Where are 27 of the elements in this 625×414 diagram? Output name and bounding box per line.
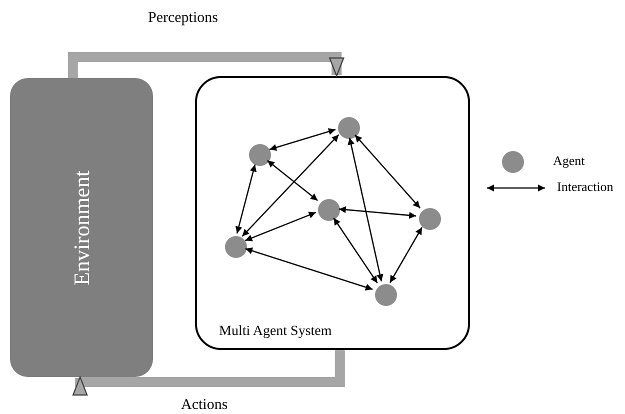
agent-circle <box>419 208 441 230</box>
interaction-arrow <box>338 206 416 219</box>
legend-label: Interaction <box>557 179 614 195</box>
interaction-arrow <box>242 134 340 237</box>
interaction-arrow <box>245 247 373 291</box>
environment-box <box>10 78 153 377</box>
interaction-arrow <box>244 212 316 242</box>
environment-label: Environment <box>68 170 94 285</box>
flow-arrow <box>68 52 344 78</box>
agent-circle <box>249 144 271 166</box>
agent-circle <box>338 117 360 139</box>
interaction-arrow <box>333 218 378 284</box>
edge-label: Actions <box>181 397 228 414</box>
system-box <box>195 76 470 350</box>
interaction-arrow <box>354 134 420 208</box>
interaction-arrow <box>235 164 257 234</box>
legend-label: Agent <box>553 153 585 169</box>
interaction-arrow <box>389 227 423 283</box>
system-label: Multi Agent System <box>219 324 332 340</box>
agent-circle <box>375 284 397 306</box>
interaction-arrow <box>266 160 318 202</box>
flow-arrow <box>72 350 345 396</box>
agent-circle <box>225 236 247 258</box>
interaction-arrow <box>269 128 336 151</box>
edge-label: Perceptions <box>148 10 218 27</box>
interaction-arrow <box>348 138 384 282</box>
agent-circle <box>318 199 340 221</box>
